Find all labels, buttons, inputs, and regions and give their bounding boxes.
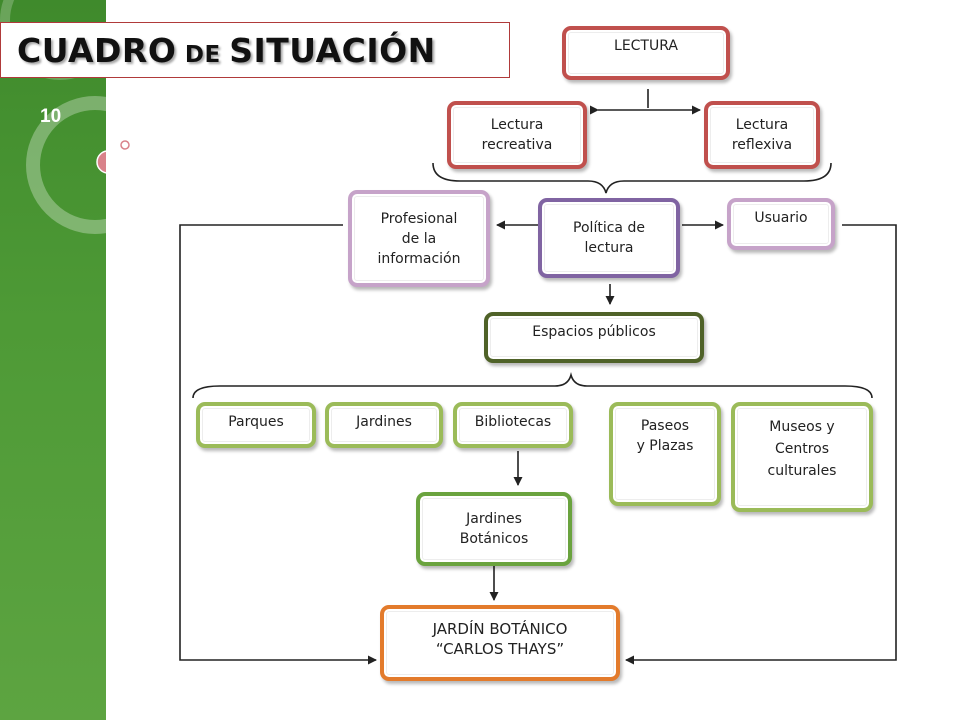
node-parques-label: Parques — [228, 414, 284, 430]
brace-top — [432, 162, 832, 194]
title-box: CUADRO DE SITUACIÓN — [0, 22, 510, 78]
node-usuario-label: Usuario — [754, 210, 808, 226]
slide-number: 10 — [40, 106, 62, 127]
decorative-dot — [120, 140, 130, 150]
node-jardines-label: Jardines — [356, 414, 412, 430]
node-lectura-recreativa-label: Lectura recreativa — [481, 117, 553, 153]
brace-bottom — [192, 371, 873, 399]
node-paseos-plazas-label: Paseos y Plazas — [636, 418, 694, 454]
node-bibliotecas: Bibliotecas — [453, 402, 573, 448]
node-lectura-reflexiva: Lectura reflexiva — [704, 101, 820, 169]
node-lectura-recreativa: Lectura recreativa — [447, 101, 587, 169]
node-lectura-label: LECTURA — [614, 38, 678, 54]
node-usuario: Usuario — [727, 198, 835, 250]
node-lectura-reflexiva-label: Lectura reflexiva — [731, 117, 793, 153]
page-title: CUADRO DE SITUACIÓN — [17, 31, 436, 70]
loop-right — [625, 224, 897, 665]
title-word-2: DE — [176, 42, 230, 68]
node-bibliotecas-label: Bibliotecas — [474, 414, 552, 430]
loop-left — [179, 224, 377, 665]
node-museos-label: Museos y Centros culturales — [767, 419, 837, 479]
node-jardines-botanicos: Jardines Botánicos — [416, 492, 572, 566]
title-word-3: SITUACIÓN — [229, 31, 436, 70]
node-parques: Parques — [196, 402, 316, 448]
node-lectura: LECTURA — [562, 26, 730, 80]
node-jardines: Jardines — [325, 402, 443, 448]
node-jardines-botanicos-label: Jardines Botánicos — [459, 511, 529, 547]
title-word-1: CUADRO — [17, 31, 177, 70]
node-politica-lectura: Política de lectura — [538, 198, 680, 278]
node-jardin-botanico-carlos-thays: JARDÍN BOTÁNICO “CARLOS THAYS” — [380, 605, 620, 681]
node-paseos-plazas: Paseos y Plazas — [609, 402, 721, 506]
node-espacios-publicos: Espacios públicos — [484, 312, 704, 363]
node-politica-lectura-label: Política de lectura — [573, 220, 645, 256]
node-jardin-botanico-label: JARDÍN BOTÁNICO “CARLOS THAYS” — [432, 620, 568, 658]
node-profesional-label: Profesional de la información — [377, 210, 461, 267]
node-profesional: Profesional de la información — [348, 190, 490, 287]
node-museos: Museos y Centros culturales — [731, 402, 873, 512]
node-espacios-publicos-label: Espacios públicos — [532, 324, 656, 340]
